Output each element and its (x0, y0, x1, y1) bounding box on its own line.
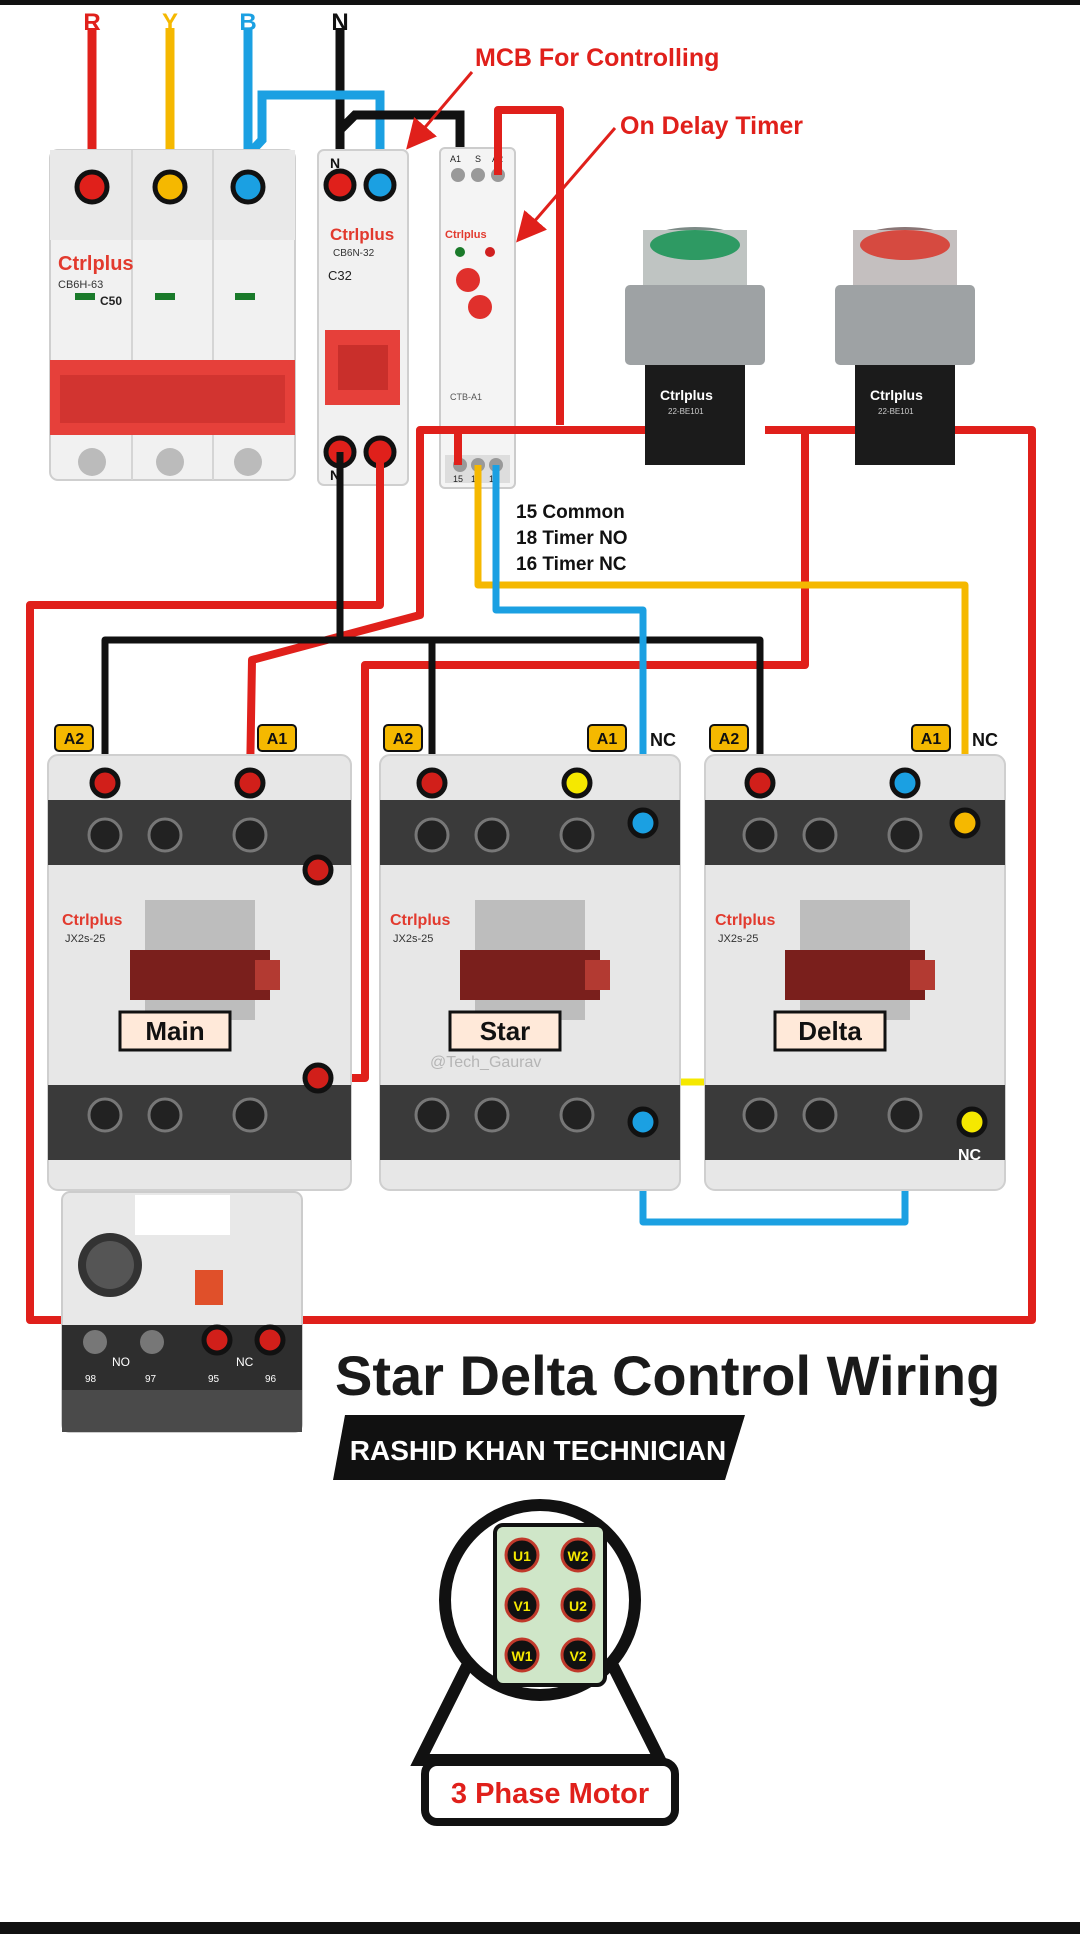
subtitle-banner: RASHID KHAN TECHNICIAN (333, 1415, 745, 1480)
phase-label-r: R (83, 9, 100, 36)
star-label: Star (480, 1016, 531, 1046)
mcb3p-brand: Ctrlplus (58, 253, 134, 275)
phase-label-y: Y (162, 9, 178, 36)
delta-a1-tag: A1 (921, 731, 942, 748)
watermark: @Tech_Gaurav (430, 1054, 541, 1071)
timer-term-a1: A1 (450, 154, 461, 164)
main-brand: Ctrlplus (62, 912, 123, 929)
subtitle: RASHID KHAN TECHNICIAN (350, 1435, 726, 1466)
timer-brand: Ctrlplus (445, 229, 487, 241)
overload-relay: NO NC 95 96 97 98 (61, 1191, 303, 1433)
phase-label-n: N (331, 9, 348, 36)
delta-brand: Ctrlplus (715, 912, 776, 929)
callouts: MCB For Controlling On Delay Timer (406, 44, 803, 243)
delta-nc-bottom-tag: NC (958, 1147, 982, 1164)
contactor-terminal-dots (89, 767, 988, 1138)
start-button: Ctrlplus 22-BE101 (625, 227, 765, 465)
motor-terminals: U1 W2 V1 U2 W1 V2 (504, 1537, 596, 1673)
mcb1p-n-top: N (330, 155, 340, 171)
delta-model: JX2s-25 (718, 933, 758, 945)
ol-no-label: NO (112, 1355, 130, 1369)
stop-button-model: 22-BE101 (878, 407, 914, 416)
motor-terminal-u1: U1 (513, 1548, 531, 1564)
main-a1-tag: A1 (267, 731, 288, 748)
phase-label-b: B (239, 9, 256, 36)
motor-terminal-w1: W1 (512, 1648, 533, 1664)
on-delay-timer: A1 S A2 Ctrlplus CTB-A1 15 16 18 (439, 147, 516, 489)
main-model: JX2s-25 (65, 933, 105, 945)
motor-terminal-v2: V2 (569, 1648, 586, 1664)
main-label: Main (145, 1016, 204, 1046)
legend-timer-nc: 16 Timer NC (516, 554, 627, 575)
ol-nc-label: NC (236, 1355, 254, 1369)
legend-common: 15 Common (516, 502, 625, 523)
timer-model: CTB-A1 (450, 392, 482, 402)
timer-term-s: S (475, 154, 481, 164)
mcb3p-terminals (74, 169, 266, 205)
ol-term-95: 95 (208, 1374, 220, 1385)
legend-timer-no: 18 Timer NO (516, 528, 628, 549)
mcb1p-n-bottom: N (330, 467, 340, 483)
delta-a2-tag: A2 (719, 731, 740, 748)
start-button-brand: Ctrlplus (660, 387, 713, 403)
ol-term-96: 96 (265, 1374, 277, 1385)
star-a2-tag: A2 (393, 731, 414, 748)
mcb1p-rating: C32 (328, 268, 352, 283)
delta-nc-tag: NC (972, 730, 998, 750)
motor-terminal-u2: U2 (569, 1598, 587, 1614)
mcb1p-brand: Ctrlplus (330, 225, 394, 244)
mcb-3-pole: Ctrlplus CB6H-63 C50 (49, 149, 296, 481)
stop-button-brand: Ctrlplus (870, 387, 923, 403)
contactor-main: Ctrlplus JX2s-25 Main (47, 754, 352, 1191)
callout-timer: On Delay Timer (620, 112, 803, 140)
timer-legend: 15 Common 18 Timer NO 16 Timer NC (516, 502, 628, 575)
diagram-title: Star Delta Control Wiring (335, 1344, 1000, 1407)
mcb3p-model: CB6H-63 (58, 279, 103, 291)
motor-terminal-w2: W2 (568, 1548, 589, 1564)
stop-button: Ctrlplus 22-BE101 (835, 227, 975, 465)
callout-mcb: MCB For Controlling (475, 44, 719, 72)
bottom-edge-bar (0, 1922, 1080, 1934)
ol-term-97: 97 (145, 1374, 157, 1385)
main-a2-tag: A2 (64, 731, 85, 748)
ol-term-98: 98 (85, 1374, 97, 1385)
motor-label: 3 Phase Motor (451, 1778, 649, 1810)
phase-labels: R Y B N (83, 9, 348, 36)
mcb3p-rating: C50 (100, 294, 122, 308)
timer-term-15: 15 (453, 474, 463, 484)
star-nc-tag: NC (650, 730, 676, 750)
mcb-control: Ctrlplus CB6N-32 C32 N N (317, 149, 409, 486)
delta-label: Delta (798, 1016, 862, 1046)
star-model: JX2s-25 (393, 933, 433, 945)
three-phase-motor: 3 Phase Motor (410, 1499, 679, 1826)
star-a1-tag: A1 (597, 731, 618, 748)
contactor-delta: Ctrlplus JX2s-25 Delta (704, 754, 1006, 1191)
top-edge-bar (0, 0, 1080, 5)
start-button-model: 22-BE101 (668, 407, 704, 416)
coil-tags: A2 A1 A2 A1 NC A2 A1 NC NC (54, 724, 998, 1164)
motor-terminal-v1: V1 (513, 1598, 530, 1614)
star-brand: Ctrlplus (390, 912, 451, 929)
mcb1p-model: CB6N-32 (333, 248, 375, 259)
contactor-star: Ctrlplus JX2s-25 Star @Tech_Gaurav (379, 754, 681, 1191)
